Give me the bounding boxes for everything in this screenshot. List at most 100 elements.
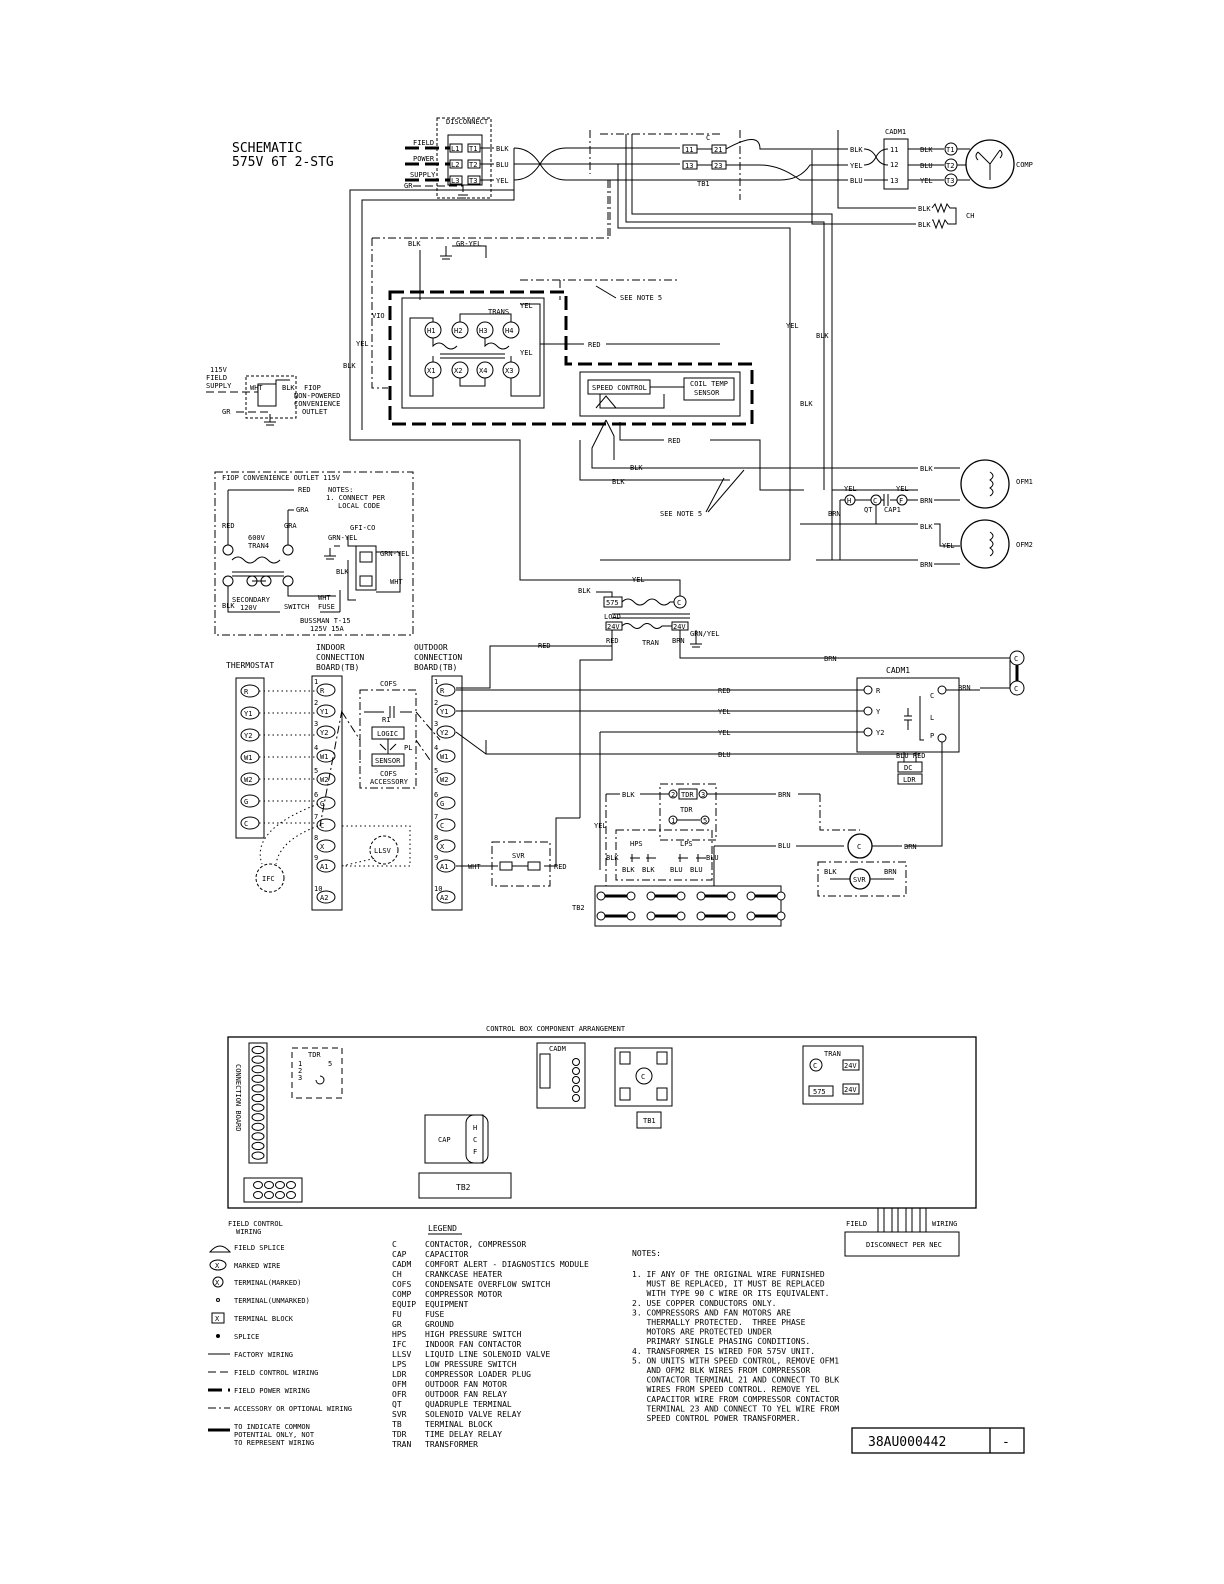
comp-motor-circle <box>965 139 1015 189</box>
disc-l1: L1 <box>451 145 459 153</box>
svr-wht: WHT <box>468 863 481 871</box>
legend-abbr-11: LLSV <box>392 1350 411 1359</box>
power-label: POWER <box>413 155 435 163</box>
thermostat-term-3: W1 <box>244 754 252 762</box>
ofm2-blk: BLK <box>920 523 933 531</box>
legend-abbr-2: CADM <box>392 1260 411 1269</box>
note-line-2: WITH TYPE 90 C WIRE OR ITS EQUIVALENT. <box>632 1289 829 1298</box>
outdoor-term-8-shape <box>436 859 456 873</box>
tran4-1: 600V <box>248 534 266 542</box>
indoor-term-3-shape <box>316 749 336 763</box>
cb-conn-board <box>248 1042 268 1164</box>
contactor-11: 11 <box>685 146 693 154</box>
cadm1-ldr-label: LDR <box>903 776 916 784</box>
indoor-term-8-shape <box>316 859 336 873</box>
thermostat-term-2: Y2 <box>244 732 252 740</box>
cofs-acc-2: ACCESSORY <box>370 778 409 786</box>
c-brn: BRN <box>904 843 917 851</box>
ch-wire-blk-1: BLK <box>918 205 931 213</box>
cb-contactor <box>614 1047 673 1107</box>
see-note-5-bottom: SEE NOTE 5 <box>660 510 702 518</box>
trans-h3: H3 <box>479 327 487 335</box>
cadm1-label: CADM1 <box>886 666 910 675</box>
indoor-num-0: 1 <box>314 678 318 686</box>
cb-small-term <box>253 1191 263 1199</box>
gr-label: GR <box>404 182 413 190</box>
wire-label-blu-1: BLU <box>496 161 509 169</box>
fiop-outlet-box <box>214 471 414 636</box>
indoor-term-1: Y1 <box>320 708 328 716</box>
indoor-num-5: 6 <box>314 791 318 799</box>
svr-coil-blk: BLK <box>824 868 837 876</box>
wire-label-blu-3: BLU <box>920 162 933 170</box>
outdoor-num-3: 4 <box>434 744 438 752</box>
cb-small-tb <box>243 1177 303 1203</box>
legend-abbr-7: FU <box>392 1310 402 1319</box>
legend-abbr-1: CAP <box>392 1250 407 1259</box>
note-line-0: 1. IF ANY OF THE ORIGINAL WIRE FURNISHED <box>632 1270 825 1279</box>
note-line-14: TERMINAL 23 AND CONNECT TO YEL WIRE FROM <box>632 1404 839 1413</box>
outdoor-term-9: A2 <box>440 894 448 902</box>
fiop-gra-2: GRA <box>284 522 297 530</box>
svg-text:1: 1 <box>298 1060 302 1068</box>
llsv-label: LLSV <box>374 847 392 855</box>
ob-yel-1: YEL <box>718 708 731 716</box>
outdoor-num-6: 7 <box>434 813 438 821</box>
legend-desc-8: GROUND <box>425 1320 454 1329</box>
disc-l3: L3 <box>451 177 459 185</box>
tb1-label: TB1 <box>697 180 710 188</box>
fiop-blk: BLK <box>222 602 235 610</box>
cb-cap <box>424 1114 484 1164</box>
main-harness-wires: BLK YEL VIO YEL BLK BLK <box>343 134 833 581</box>
cb-conn-term <box>251 1055 265 1064</box>
symbol-label-3: TERMINAL(UNMARKED) <box>234 1297 310 1305</box>
cb-tb1-label: TB1 <box>643 1117 656 1125</box>
svr-relay: SVR <box>491 841 551 887</box>
cb-tb2-label: TB2 <box>456 1183 471 1192</box>
hps-blk-2: BLK <box>622 866 635 874</box>
symbol-label-6: FACTORY WIRING <box>234 1351 293 1359</box>
comp-t1: T1 <box>946 146 954 154</box>
llsv-ifc: LLSV IFC <box>255 803 411 893</box>
indoor-term-9-shape <box>316 890 336 904</box>
legend-abbr-20: TRAN <box>392 1440 411 1449</box>
svr-box <box>491 841 551 887</box>
cb-small-term <box>253 1181 263 1189</box>
fiop-wire-gra: GRA <box>296 506 309 514</box>
tran-load: LOAD <box>604 613 621 621</box>
disconnect-terminals: L1 L2 L3 T1 T2 T3 <box>449 143 481 185</box>
tdr-box <box>659 783 717 841</box>
contactor-21: 21 <box>714 146 722 154</box>
notes: NOTES: 1. IF ANY OF THE ORIGINAL WIRE FU… <box>632 1249 839 1423</box>
ch-label: CH <box>966 212 974 220</box>
cb-cap-end <box>465 1114 489 1164</box>
svg-text:5: 5 <box>703 817 707 825</box>
legend-abbr-18: TB <box>392 1420 402 1429</box>
wire-label-blk-2: BLK <box>850 146 863 154</box>
indoor-num-2: 3 <box>314 720 318 728</box>
contactor-label: C <box>706 134 710 142</box>
symbol-label-9: ACCESSORY OR OPTIONAL WIRING <box>234 1405 352 1413</box>
wire-label-vio: VIO <box>372 312 385 320</box>
drawing-number: 38AU000442 <box>868 1435 946 1450</box>
ob-brn-top: BRN <box>824 655 837 663</box>
svg-text:F: F <box>899 497 903 505</box>
indoor-term-3: W1 <box>320 753 328 761</box>
coil-temp-label-1: COIL TEMP <box>690 380 728 388</box>
cb-title: CONTROL BOX COMPONENT ARRANGEMENT <box>486 1025 626 1033</box>
svg-text:1: 1 <box>671 817 675 825</box>
cb-cadm-dot <box>572 1058 580 1066</box>
c-blu: BLU <box>778 842 791 850</box>
bussman-2: 125V 15A <box>310 625 345 633</box>
cb-cap-f: F <box>473 1148 477 1156</box>
tb2-term <box>646 891 656 901</box>
cb-outline <box>227 1036 977 1209</box>
indoor-num-9: 10 <box>314 885 322 893</box>
legend-abbr-15: OFR <box>392 1390 407 1399</box>
legend-desc-2: COMFORT ALERT - DIAGNOSTICS MODULE <box>425 1260 589 1269</box>
wire-label-blk-v1: BLK <box>343 362 356 370</box>
tdr-coil: TDR <box>681 791 694 799</box>
supply-gr: GR <box>222 408 231 416</box>
supply-115v-3: SUPPLY <box>206 382 232 390</box>
